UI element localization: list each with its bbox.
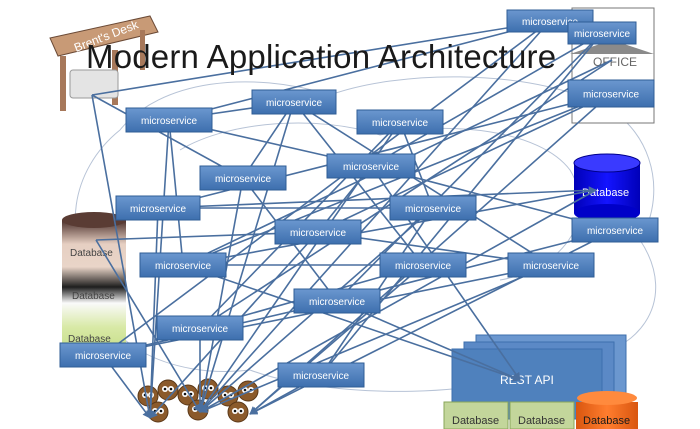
microservice-box: microservice [507, 252, 595, 278]
microservice-label: microservice [155, 261, 212, 272]
user-icon [227, 401, 249, 423]
microservice-label: microservice [523, 261, 580, 272]
connector-arrow [168, 20, 551, 123]
connector-arrow [102, 20, 551, 356]
microservice-label: microservice [574, 29, 631, 40]
slide-title: Modern Application Architecture [86, 38, 557, 75]
connector-arrow [242, 101, 295, 179]
microservice-box: microservice [156, 315, 244, 341]
microservice-box: microservice [379, 252, 467, 278]
microservice-box: microservice [389, 195, 477, 221]
microservice-label: microservice [583, 90, 640, 101]
microservices-layer: microservicemicroservicemicroservicemicr… [59, 9, 659, 388]
connector-arrow [249, 264, 424, 415]
microservice-box: microservice [59, 342, 147, 368]
connector-arrow [157, 186, 597, 209]
microservice-label: microservice [75, 351, 132, 362]
microservice-box: microservice [326, 153, 416, 179]
database-label: Database [68, 334, 111, 345]
microservice-label: microservice [172, 324, 229, 335]
connector-arrow [399, 121, 435, 209]
office-label: OFFICE [593, 55, 637, 69]
microservice-label: microservice [309, 297, 366, 308]
microservice-box: microservice [199, 165, 287, 191]
microservice-box: microservice [293, 288, 381, 314]
microservice-label: microservice [266, 98, 323, 109]
microservice-label: microservice [343, 162, 400, 173]
microservice-box: microservice [567, 79, 655, 108]
database-label: Database [70, 248, 113, 259]
microservice-box: microservice [139, 252, 227, 278]
microservice-label: microservice [130, 204, 187, 215]
connector-arrow [199, 20, 551, 413]
database-label: Database [72, 291, 115, 302]
microservice-label: microservice [522, 17, 579, 28]
connector-arrow [168, 119, 187, 266]
microservice-box: microservice [251, 89, 337, 115]
microservice-label: microservice [293, 371, 350, 382]
connector-arrow [197, 177, 244, 413]
microservice-box: microservice [274, 219, 362, 245]
microservice-box: microservice [125, 107, 213, 133]
user-icon [157, 379, 179, 401]
connector-arrow [336, 300, 521, 381]
database-icon: Database [573, 153, 641, 222]
connector-arrow [182, 189, 597, 268]
microservice-label: microservice [587, 226, 644, 237]
connector-arrow [199, 189, 597, 413]
microservice-label: microservice [372, 118, 429, 129]
microservice-box: microservice [567, 21, 637, 45]
user-icon [237, 380, 259, 402]
connector-arrow [198, 101, 295, 413]
microservice-box: microservice [115, 195, 201, 221]
microservice-box: microservice [571, 217, 659, 243]
database-label: Database [583, 415, 630, 427]
connector-arrow [293, 101, 552, 266]
database-label: Database [452, 415, 499, 427]
microservice-label: microservice [141, 116, 198, 127]
connector-arrow [91, 18, 551, 96]
connector-arrow [182, 264, 521, 382]
database-row: Database Database Database [443, 391, 638, 429]
connector-arrow [146, 207, 159, 419]
connector-arrow [199, 264, 552, 413]
user-icon [137, 385, 159, 407]
microservice-box: microservice [356, 109, 444, 135]
connector-arrow [336, 229, 616, 304]
microservice-label: microservice [215, 174, 272, 185]
connector-arrow [91, 94, 244, 179]
database-label: Database [518, 415, 565, 427]
connector-arrow [182, 92, 612, 267]
connector-arrow [317, 92, 612, 233]
microservice-box: microservice [277, 362, 365, 388]
computer-icon [69, 69, 119, 99]
connector-arrow [199, 59, 613, 329]
microservice-label: microservice [405, 204, 462, 215]
microservice-label: microservice [290, 228, 347, 239]
connector-arrow [95, 239, 201, 413]
users-crowd-icon [137, 378, 259, 423]
microservice-label: microservice [395, 261, 452, 272]
